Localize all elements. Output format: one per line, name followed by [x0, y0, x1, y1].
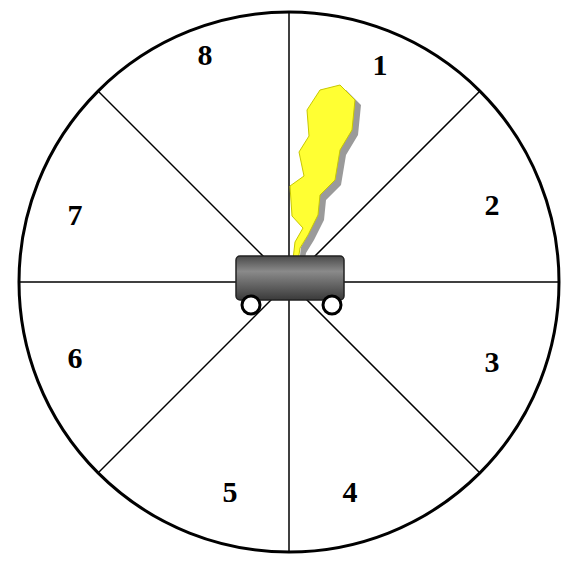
sector-number: 6 — [68, 343, 83, 373]
sector-number: 7 — [68, 200, 83, 230]
sector-dividers — [19, 12, 559, 552]
tanker-wheel — [242, 296, 260, 314]
sector-number: 2 — [485, 190, 500, 220]
sector-number: 3 — [485, 347, 500, 377]
sector-number: 4 — [343, 477, 358, 507]
tanker-body — [236, 256, 344, 300]
zone-circle — [19, 12, 559, 552]
sector-number: 5 — [223, 477, 238, 507]
gas-plume — [290, 85, 355, 268]
sector-number: 1 — [373, 50, 388, 80]
tanker-wheel — [323, 296, 341, 314]
sector-divider — [98, 91, 480, 473]
sector-divider — [98, 91, 480, 473]
sector-number: 8 — [198, 40, 213, 70]
